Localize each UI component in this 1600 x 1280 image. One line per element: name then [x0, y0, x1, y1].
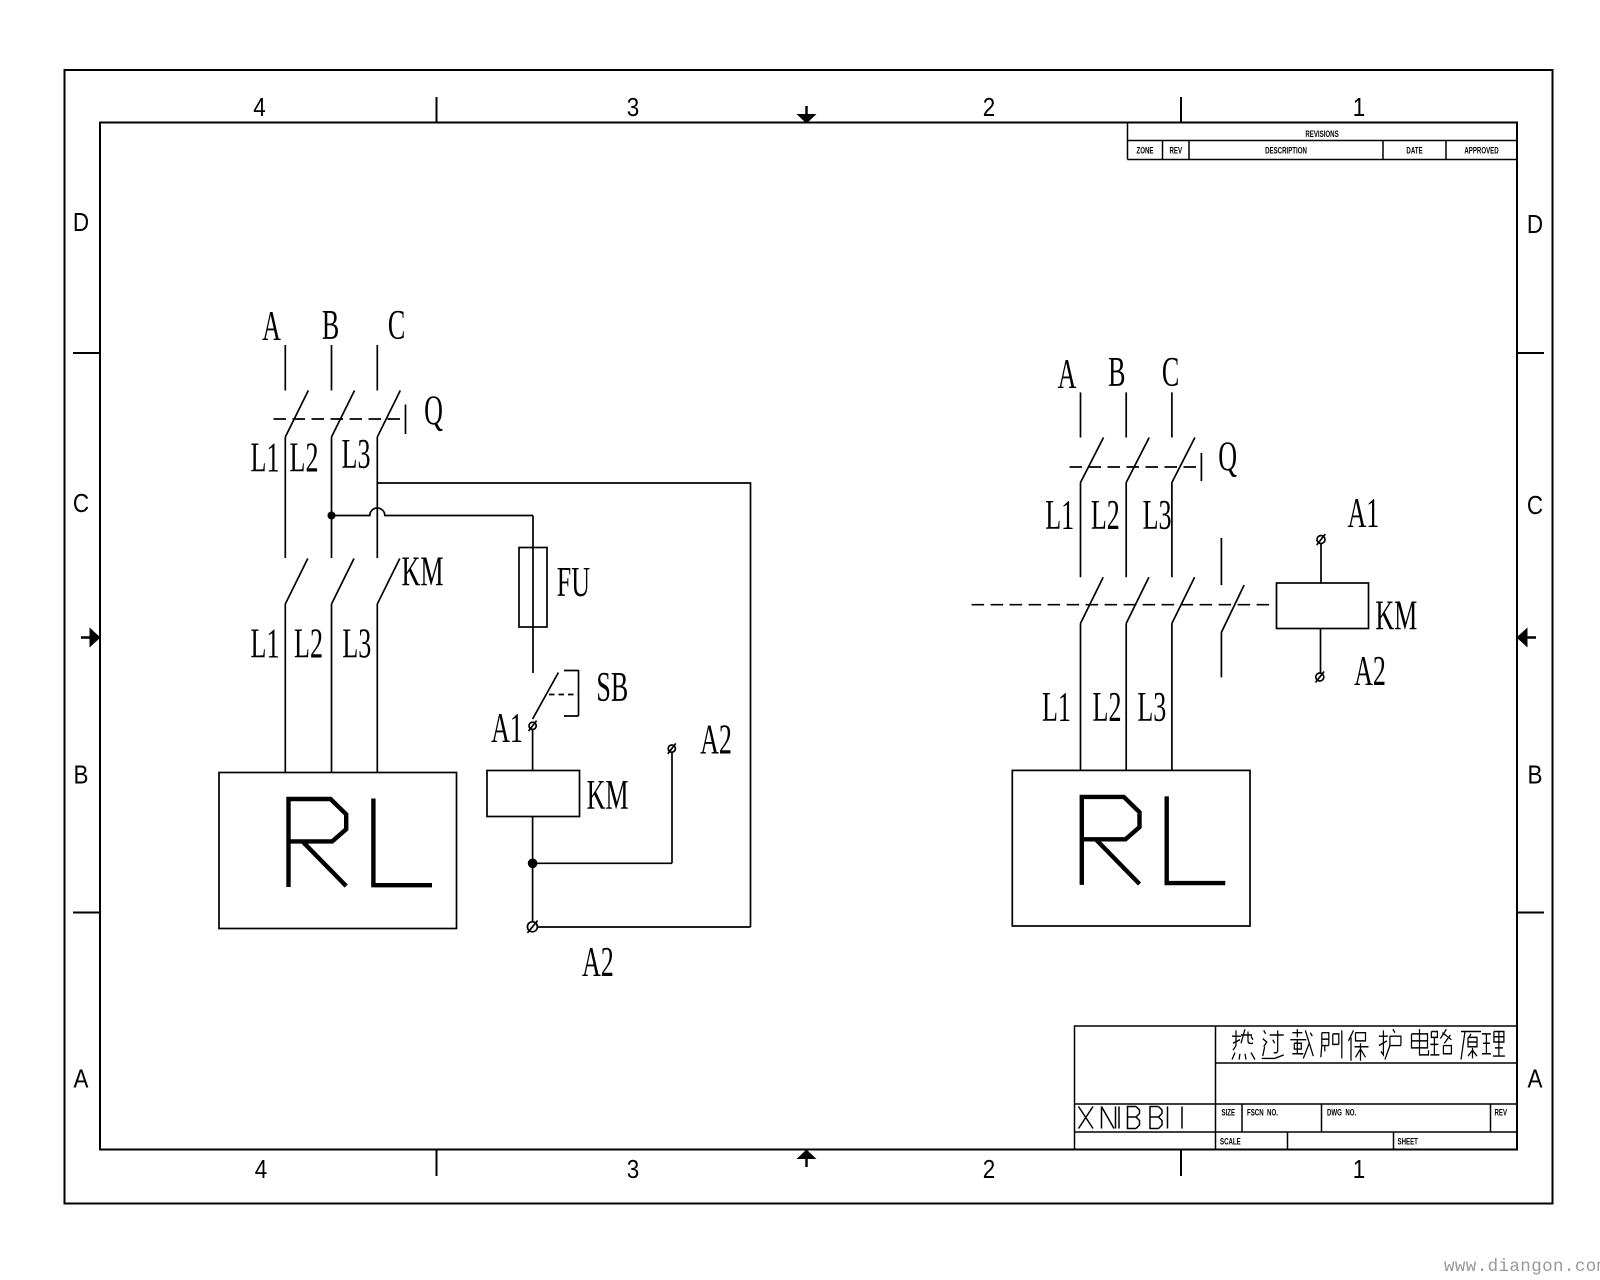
svg-text:A: A — [1528, 1065, 1543, 1094]
svg-text:FSCN NO.: FSCN NO. — [1247, 1107, 1278, 1118]
svg-text:1: 1 — [1353, 94, 1365, 123]
svg-text:L2: L2 — [294, 620, 323, 667]
svg-text:2: 2 — [983, 1156, 995, 1185]
svg-text:L3: L3 — [342, 431, 371, 478]
svg-text:REV: REV — [1170, 145, 1183, 156]
svg-text:A1: A1 — [491, 705, 523, 752]
svg-text:C: C — [1527, 492, 1543, 521]
svg-text:DATE: DATE — [1406, 145, 1422, 156]
svg-text:SCALE: SCALE — [1220, 1136, 1241, 1147]
svg-text:KM: KM — [1375, 592, 1417, 639]
svg-text:D: D — [1527, 211, 1543, 240]
svg-text:KM: KM — [587, 772, 629, 819]
svg-text:3: 3 — [627, 94, 639, 123]
svg-text:A: A — [262, 303, 281, 350]
svg-text:L2: L2 — [1091, 492, 1120, 539]
svg-text:Q: Q — [1218, 433, 1237, 480]
svg-text:2: 2 — [983, 94, 995, 123]
svg-text:A2: A2 — [582, 939, 614, 986]
svg-text:SB: SB — [596, 664, 628, 711]
svg-text:SHEET: SHEET — [1398, 1136, 1419, 1147]
svg-text:L1: L1 — [1042, 684, 1071, 731]
svg-text:L2: L2 — [290, 434, 319, 481]
svg-text:L3: L3 — [1137, 684, 1166, 731]
svg-text:A: A — [74, 1065, 89, 1094]
svg-text:REV: REV — [1495, 1107, 1508, 1118]
svg-text:L1: L1 — [1045, 492, 1074, 539]
svg-text:L1: L1 — [251, 620, 280, 667]
svg-text:APPROVED: APPROVED — [1464, 145, 1499, 156]
svg-text:REVISIONS: REVISIONS — [1305, 129, 1338, 140]
svg-text:4: 4 — [253, 94, 265, 123]
svg-text:A2: A2 — [1354, 648, 1386, 695]
svg-text:3: 3 — [627, 1156, 639, 1185]
svg-text:L2: L2 — [1093, 684, 1122, 731]
svg-text:B: B — [1528, 761, 1543, 790]
svg-text:B: B — [1108, 349, 1125, 396]
svg-text:ZONE: ZONE — [1137, 145, 1154, 156]
svg-text:A2: A2 — [700, 716, 732, 763]
svg-text:D: D — [73, 209, 89, 238]
svg-text:Q: Q — [424, 387, 443, 434]
svg-text:www.diangon.com: www.diangon.com — [1444, 1257, 1600, 1277]
svg-text:L1: L1 — [251, 434, 280, 481]
svg-text:C: C — [1162, 349, 1179, 396]
svg-text:FU: FU — [557, 559, 590, 606]
svg-text:KM: KM — [402, 548, 444, 595]
svg-text:L3: L3 — [342, 620, 371, 667]
svg-text:B: B — [322, 302, 339, 349]
svg-text:A1: A1 — [1347, 490, 1379, 537]
svg-text:C: C — [73, 490, 89, 519]
svg-text:B: B — [74, 761, 89, 790]
svg-text:4: 4 — [255, 1156, 267, 1185]
svg-text:L3: L3 — [1143, 492, 1172, 539]
svg-text:A: A — [1058, 351, 1077, 398]
svg-text:DESCRIPTION: DESCRIPTION — [1265, 145, 1307, 156]
svg-text:DWG NO.: DWG NO. — [1327, 1107, 1356, 1118]
svg-text:1: 1 — [1353, 1156, 1365, 1185]
svg-text:SIZE: SIZE — [1222, 1107, 1236, 1118]
svg-text:C: C — [388, 302, 405, 349]
